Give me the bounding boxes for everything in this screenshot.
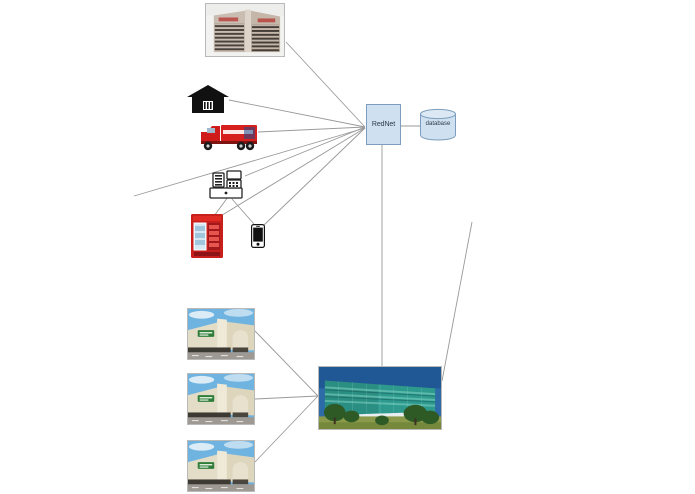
retail-store-photo-3[interactable] bbox=[187, 440, 255, 492]
rednet-node-label: RedNet bbox=[371, 121, 396, 128]
edge-phone-to-rednet bbox=[262, 127, 366, 227]
database-node-label: database bbox=[425, 121, 451, 127]
edge-store1-to-datacenter bbox=[254, 330, 319, 397]
edge-truck-to-rednet bbox=[257, 126, 366, 133]
cash-register-icon[interactable] bbox=[207, 168, 245, 201]
delivery-truck-icon[interactable] bbox=[199, 120, 259, 153]
database-cylinder-icon bbox=[420, 108, 456, 141]
mobile-phone-icon[interactable] bbox=[251, 224, 265, 248]
edge-store2-to-datacenter bbox=[254, 395, 319, 400]
edge-store3-to-datacenter bbox=[254, 395, 319, 463]
vending-machine-icon[interactable] bbox=[191, 214, 223, 258]
edge-hq-to-rednet bbox=[285, 41, 366, 128]
warehouse-icon[interactable] bbox=[186, 84, 230, 114]
retail-store-photo-1[interactable] bbox=[187, 308, 255, 360]
edge-register-to-rednet bbox=[244, 126, 366, 177]
edge-register-to-phone bbox=[231, 198, 255, 225]
corporate-headquarters-photo[interactable] bbox=[205, 3, 285, 57]
edge-datacenter-to-upper-right bbox=[441, 221, 473, 382]
database-node[interactable]: database bbox=[419, 108, 457, 141]
data-center-photo[interactable] bbox=[318, 366, 442, 430]
rednet-node[interactable]: RedNet bbox=[366, 104, 401, 145]
retail-store-photo-2[interactable] bbox=[187, 373, 255, 425]
